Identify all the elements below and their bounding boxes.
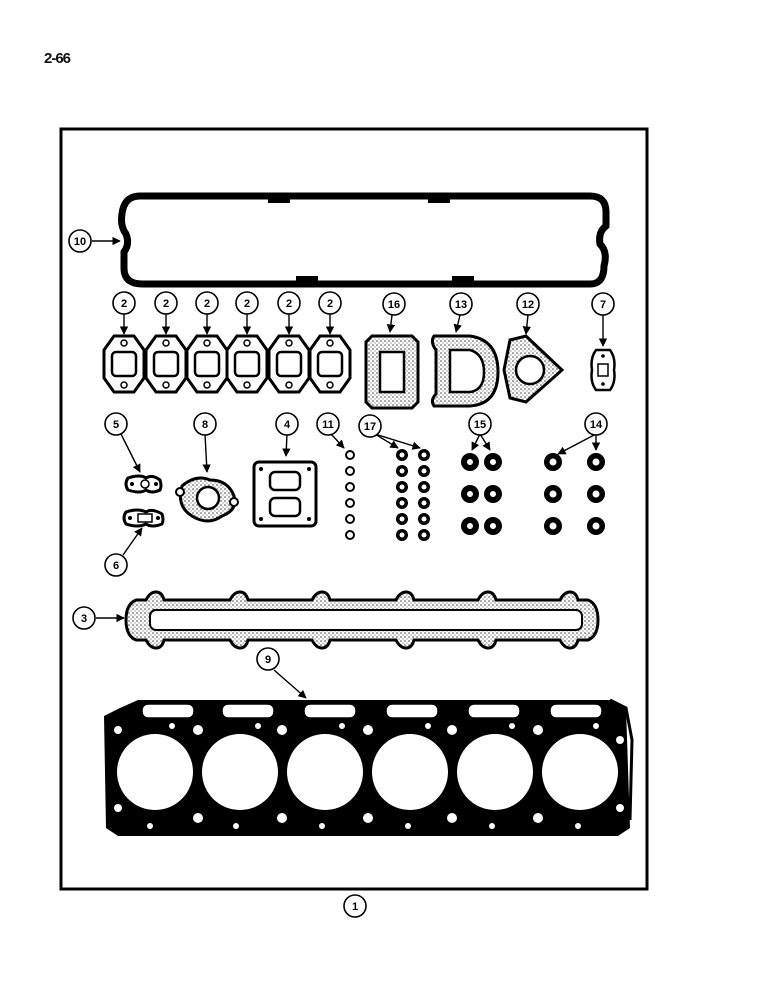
intake-manifold-gasket	[124, 590, 600, 650]
svg-text:3: 3	[81, 613, 87, 625]
gasket-5	[124, 474, 163, 494]
exhaust-manifold-gaskets	[102, 334, 352, 394]
callout-15: 15	[468, 412, 492, 436]
gasket-6	[122, 508, 165, 528]
svg-text:5: 5	[113, 419, 119, 431]
seals-14	[544, 453, 605, 535]
svg-text:2: 2	[244, 298, 250, 310]
callout-10: 10	[68, 229, 92, 253]
callout-9: 9	[256, 647, 280, 671]
svg-text:2: 2	[204, 298, 210, 310]
svg-text:11: 11	[322, 419, 334, 431]
svg-text:8: 8	[202, 419, 208, 431]
seals-11	[345, 450, 355, 540]
callout-2b: 2	[154, 291, 178, 315]
callout-14: 14	[584, 412, 608, 436]
callout-3: 3	[72, 606, 96, 630]
callouts: 10 2 2 2 2 2 2 16 13 12 7 5 8 4 11 17 15…	[68, 229, 615, 918]
callout-7: 7	[591, 292, 615, 316]
callout-17: 17	[358, 414, 382, 438]
callout-6: 6	[104, 553, 128, 577]
svg-text:2: 2	[163, 298, 169, 310]
svg-text:2: 2	[286, 298, 292, 310]
kit-frame	[59, 127, 649, 891]
svg-text:16: 16	[388, 299, 400, 311]
callout-5: 5	[104, 412, 128, 436]
svg-text:13: 13	[455, 299, 467, 311]
callout-16: 16	[382, 292, 406, 316]
seals-15	[461, 453, 502, 535]
callout-1: 1	[343, 894, 367, 918]
leader-lines	[92, 236, 608, 699]
callout-2e: 2	[277, 291, 301, 315]
callout-2c: 2	[195, 291, 219, 315]
svg-text:10: 10	[74, 236, 86, 248]
callout-4: 4	[275, 412, 299, 436]
gasket-12	[502, 334, 565, 404]
seals-17	[396, 449, 430, 541]
callout-2f: 2	[318, 291, 342, 315]
gasket-7	[590, 348, 616, 392]
page-number: 2-66	[44, 50, 71, 67]
svg-text:14: 14	[590, 419, 603, 431]
callout-11: 11	[316, 412, 340, 436]
callout-8: 8	[193, 412, 217, 436]
valve-cover-gasket	[118, 192, 610, 288]
callout-2d: 2	[235, 291, 259, 315]
svg-text:17: 17	[364, 421, 376, 433]
callout-13: 13	[449, 292, 473, 316]
svg-text:1: 1	[352, 901, 358, 913]
svg-text:4: 4	[284, 419, 291, 431]
gasket-13	[430, 334, 500, 408]
svg-text:15: 15	[474, 419, 486, 431]
svg-text:2: 2	[121, 298, 127, 310]
svg-text:7: 7	[600, 299, 606, 311]
gasket-4	[252, 460, 318, 528]
svg-text:9: 9	[265, 654, 271, 666]
callout-12: 12	[516, 292, 540, 316]
svg-text:6: 6	[113, 560, 119, 572]
gasket-16	[364, 334, 420, 410]
callout-2a: 2	[112, 291, 136, 315]
cylinder-head-gasket	[104, 698, 634, 836]
svg-text:12: 12	[522, 299, 534, 311]
gasket-8	[175, 476, 239, 523]
svg-text:2: 2	[327, 298, 333, 310]
